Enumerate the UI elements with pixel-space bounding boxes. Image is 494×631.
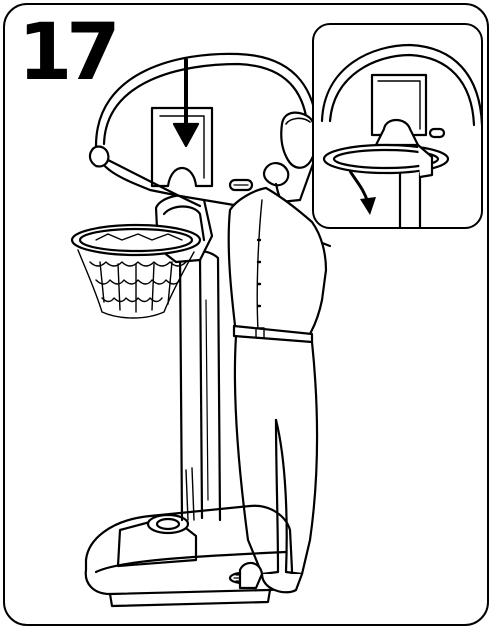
- rim-assembly: [70, 193, 214, 264]
- inset-illustration: [320, 43, 481, 227]
- person: [88, 111, 332, 594]
- hoop-base: [84, 504, 294, 608]
- rotate-down-arrow-icon: [348, 170, 376, 215]
- backboard: [94, 52, 320, 208]
- step-number: 17: [18, 8, 121, 98]
- down-arrow-icon: [172, 58, 200, 148]
- basketball-net: [77, 249, 195, 319]
- hoop-pole: [178, 249, 222, 522]
- detail-inset: [312, 23, 483, 229]
